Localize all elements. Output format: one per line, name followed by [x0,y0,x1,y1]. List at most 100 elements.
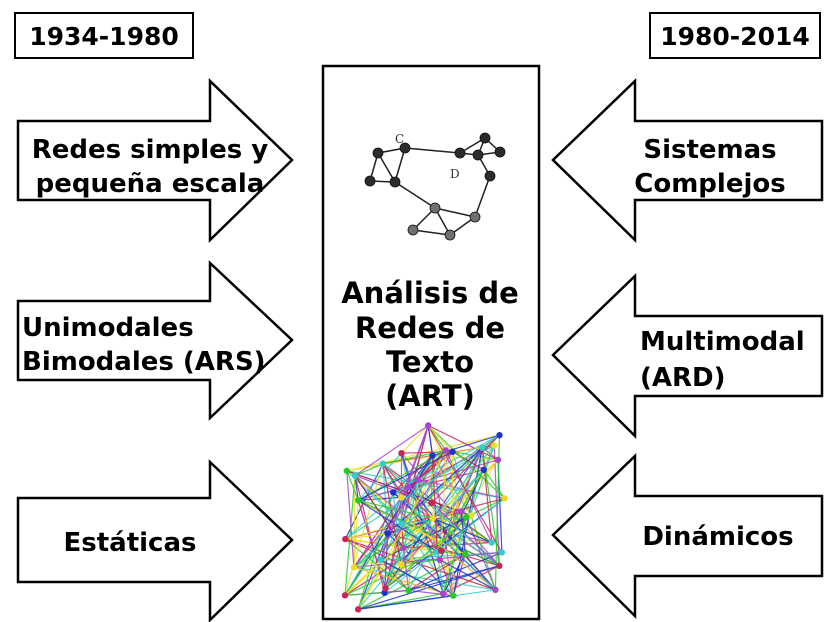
complex-network-edge [380,559,410,591]
small-network-label-c: C [395,132,404,146]
right-arrow-3-line-1: Dinámicos [642,522,793,552]
complex-network-edge [385,469,485,589]
complex-network-node [355,497,362,504]
complex-network-edge [357,553,466,610]
complex-network-node [405,483,412,491]
complex-network-node [437,547,445,554]
complex-network-node [442,447,449,454]
complex-network-edge [408,551,503,591]
complex-network-edge [353,517,434,568]
complex-network-node [379,460,387,467]
complex-network-edge [344,592,385,596]
complex-network-edge [357,500,387,589]
complex-network-node [428,499,435,507]
complex-network-node [498,549,506,556]
complex-network-edge [353,486,409,568]
complex-network-edge [401,425,429,454]
complex-network-edge [380,451,454,561]
complex-network-node [398,520,405,527]
complex-network-edge [353,551,502,568]
center-title-line-1: Análisis de [341,276,519,310]
complex-network-node [436,556,443,564]
complex-network-edge [427,425,503,553]
complex-network-edge [353,566,496,591]
complex-network-edge [382,463,438,552]
complex-network-edge [401,522,466,555]
complex-network-node [480,466,487,473]
small-network-node [444,229,456,241]
complex-network-edge [358,565,500,610]
complex-network-edge [400,447,483,565]
small-network-node [429,202,441,214]
complex-network-node [492,586,499,593]
right-period-box: 1980-2014 [649,12,821,59]
complex-network-node [397,560,405,568]
complex-network-edge [385,459,499,589]
right-arrow-1: Sistemas Complejos [551,78,824,243]
complex-network-node [355,606,362,613]
complex-network-edge [358,499,433,519]
complex-network-edge [353,566,454,597]
complex-network-edge [344,533,389,596]
complex-network-edge [427,425,453,453]
complex-network-edge [470,515,496,590]
center-title-line-4: (ART) [385,379,475,413]
right-arrow-3: Dinámicos [551,453,824,619]
complex-network-edge [452,553,466,596]
small-network-node [479,132,491,144]
complex-network-edge [382,463,402,565]
small-network-node [364,175,376,187]
complex-network-node [488,539,495,546]
small-network-label-d: D [450,167,460,181]
complex-network-node [491,442,498,449]
complex-network-edge [481,447,493,543]
complex-network-edge [382,449,446,465]
complex-network-edge [442,517,467,594]
complex-network-edge [380,425,429,561]
complex-network-edge [380,559,444,595]
complex-network-node [377,556,384,564]
complex-network-edge [357,533,389,610]
complex-network-edge [465,516,496,591]
small-network-node [454,147,466,159]
complex-network-edge [357,499,438,553]
center-title-line-2: Redes de [355,311,505,345]
complex-network-edge [402,547,410,591]
complex-network-edge [382,463,500,567]
complex-network-edge [346,470,496,591]
small-network-edge [394,181,436,209]
complex-network-node [429,452,436,459]
left-arrow-1: Redes simples y pequeña escala [16,78,294,243]
right-arrow-1-line-2: Complejos [634,169,785,199]
left-arrow-1-line-1: Redes simples y [32,135,269,165]
complex-network-edge [357,451,453,501]
complex-network-edge [431,502,500,567]
small-network-edge [474,175,491,218]
center-title-line-3: Texto [386,345,474,379]
small-network-edge [412,229,451,236]
small-network-node [484,170,496,182]
complex-network-edge [344,486,409,596]
small-network-node [372,147,384,159]
complex-network-edge [344,559,382,596]
complex-network-edge [354,475,386,593]
complex-network-edge [408,553,466,591]
left-arrow-2-line-2: Bimodales (ARS) [22,347,266,377]
right-arrow-2-line-1: Multimodal [640,327,805,357]
left-arrow-3-line-1: Estáticas [64,528,197,558]
complex-network-node [350,564,358,571]
complex-network-node [390,489,397,496]
complex-network-edge [400,496,496,591]
small-network-node [472,149,484,161]
complex-network-edge [427,425,434,456]
right-arrow-2: Multimodal (ARD) [551,273,824,439]
complex-network-edge [408,565,500,591]
complex-network-node [343,467,350,475]
complex-network-edge [483,469,506,499]
small-network-edge [377,152,396,183]
complex-network-edge [345,533,388,540]
complex-network-node [458,508,465,515]
complex-network-node [342,535,349,543]
complex-network-edge [431,455,438,552]
